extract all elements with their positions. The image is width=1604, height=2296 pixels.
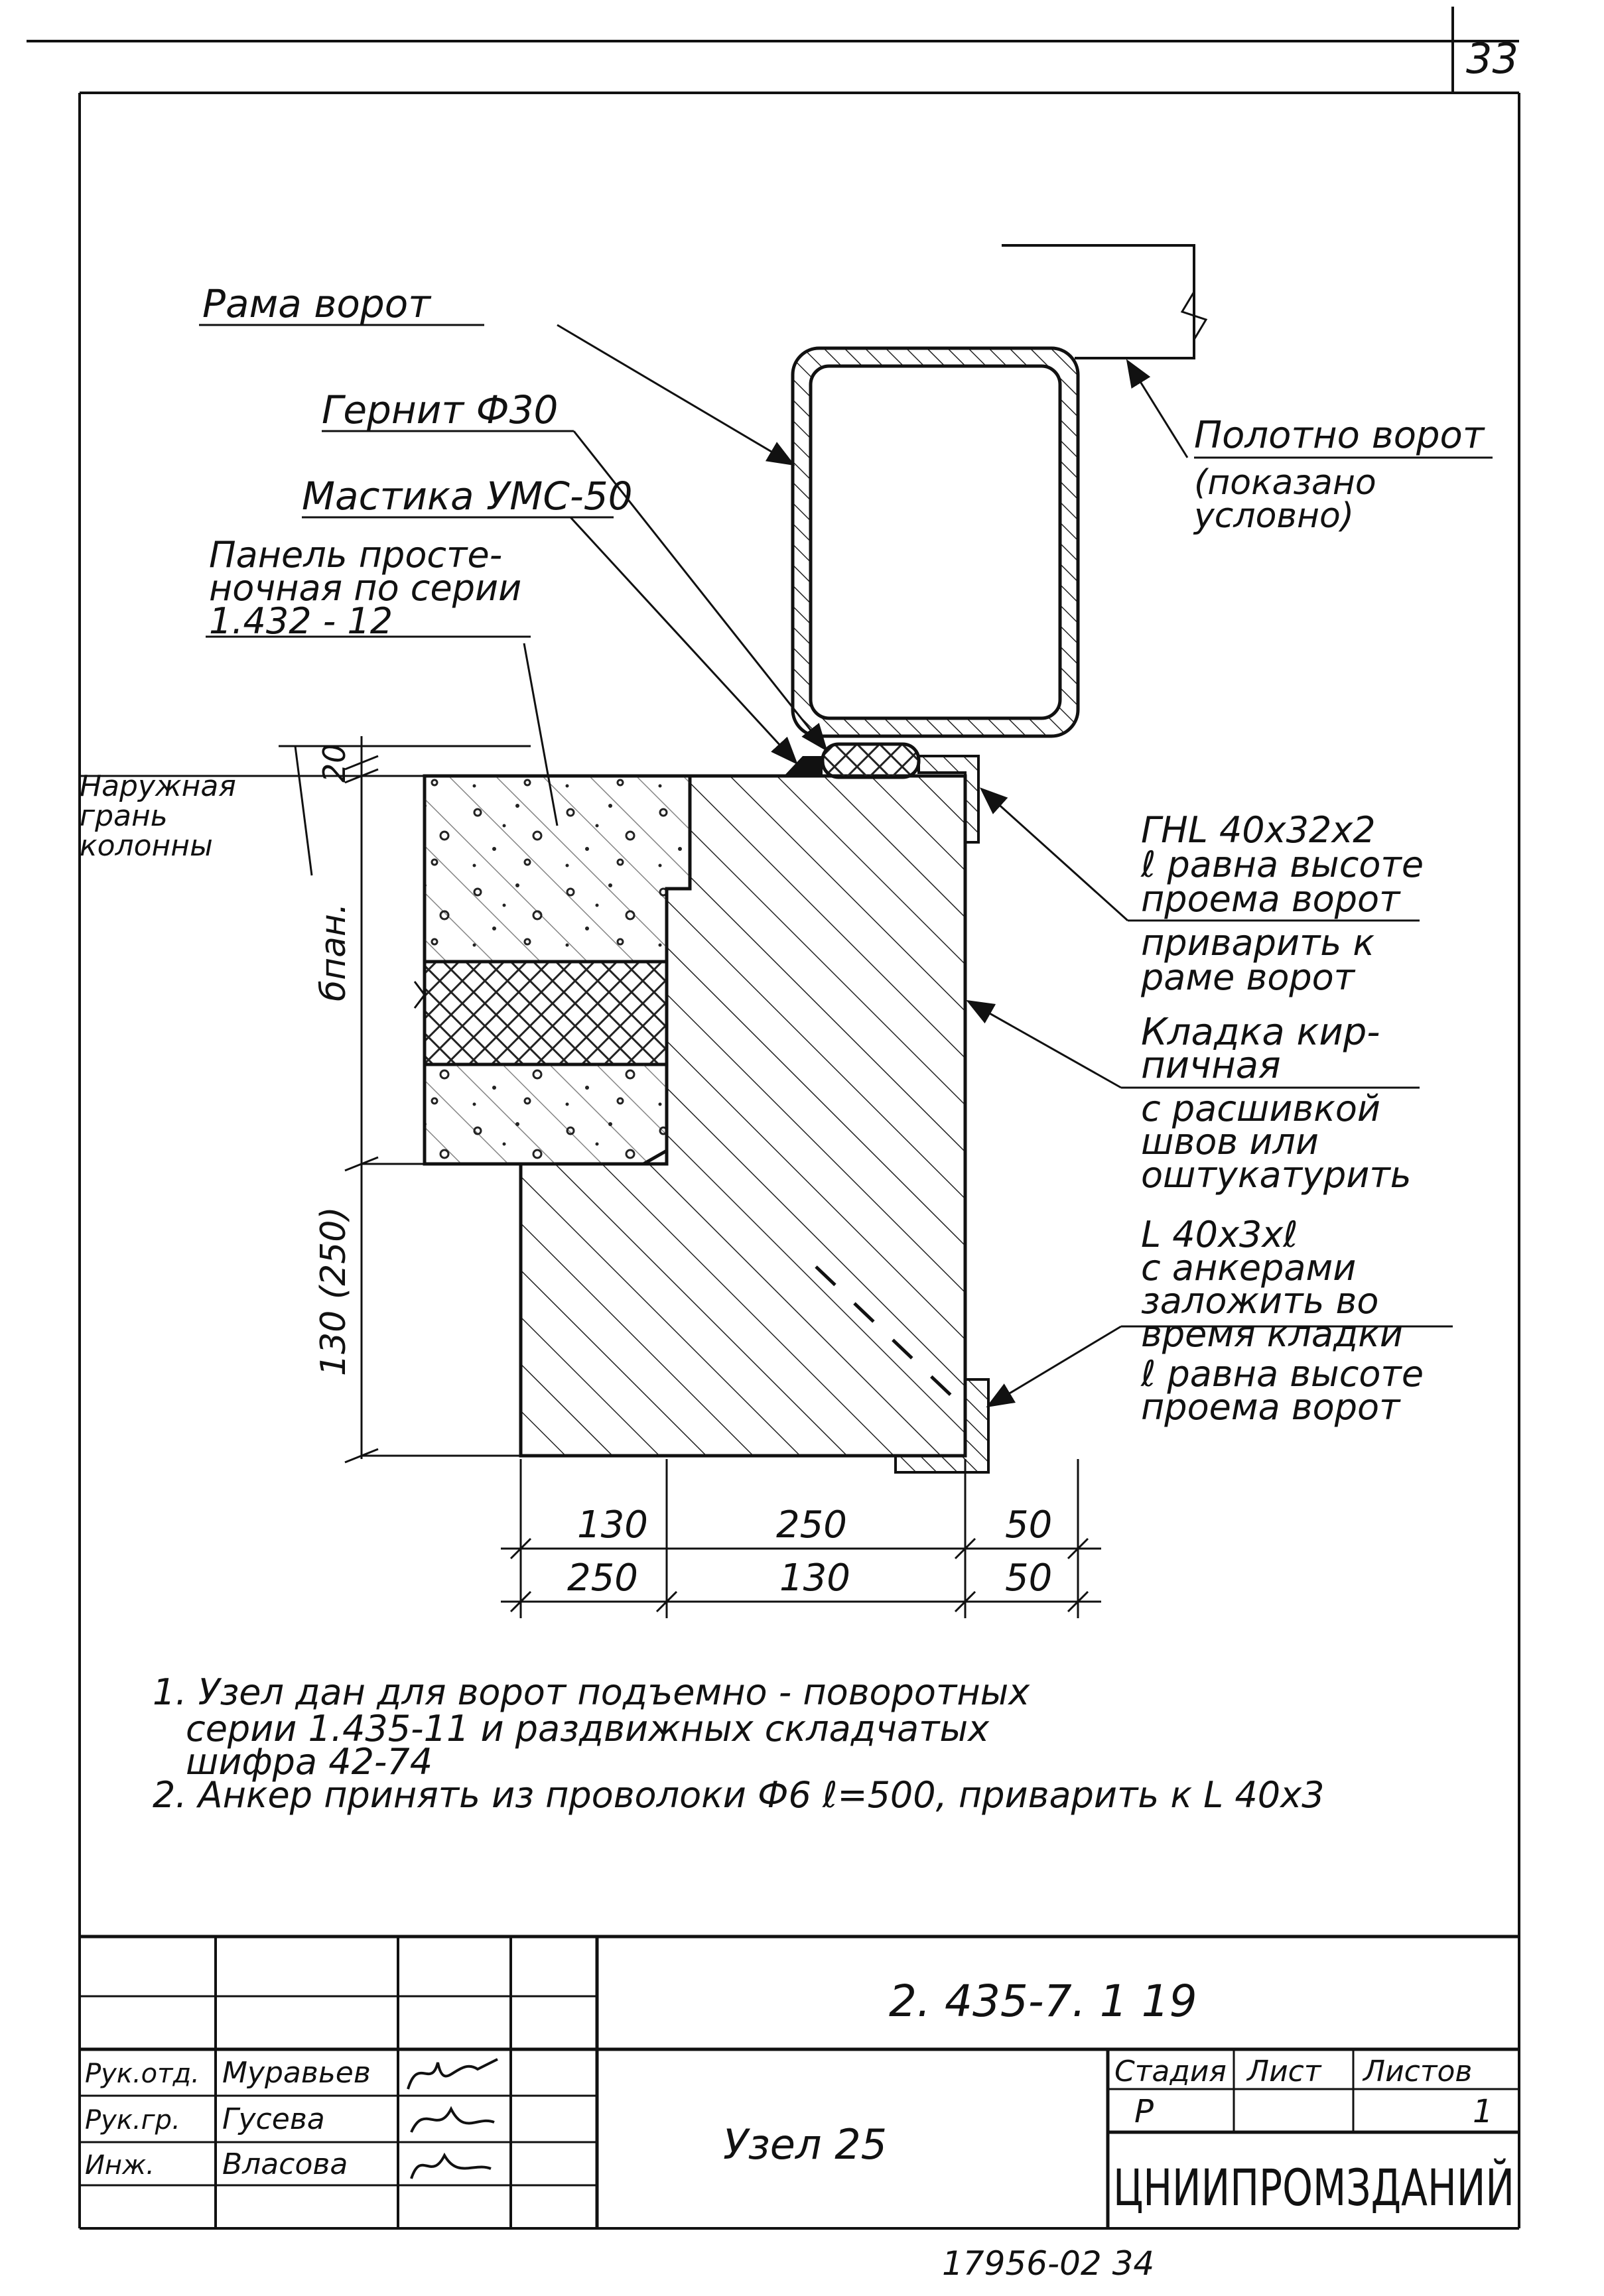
dim-row2-c: 50	[1005, 1557, 1052, 1600]
drawing-title: Узел 25	[723, 2120, 887, 2169]
leader-lines	[199, 324, 1493, 1408]
name-3: Власова	[222, 2147, 348, 2181]
role-3: Инж.	[85, 2150, 155, 2181]
label-gernit: Гернит Ф30	[322, 387, 558, 432]
label-panel-3: 1.432 - 12	[209, 600, 393, 642]
label-panel-2: ночная по серии	[209, 567, 521, 609]
gate-frame-tube	[791, 346, 1080, 738]
signature-marks	[407, 2058, 498, 2179]
label-kladka-5: оштукатурить	[1141, 1154, 1412, 1196]
label-ugolok-2: с анкерами	[1141, 1247, 1356, 1289]
label-panel-1: Панель просте-	[209, 534, 502, 576]
label-ghl-1: ГНL 40х32х2	[1141, 809, 1376, 851]
label-naruzh-2: грань	[80, 799, 168, 833]
organization: ЦНИИПРОМЗДАНИЙ	[1113, 2157, 1514, 2217]
name-2: Гусева	[222, 2102, 325, 2136]
dim-row2-b: 130	[779, 1557, 850, 1600]
label-ugolok-5: ℓ равна высоте	[1140, 1353, 1424, 1395]
angle-bottom	[815, 1265, 990, 1474]
note-1-line-1: 1. Узел дан для ворот подъемно - поворот…	[153, 1671, 1030, 1713]
label-kladka-3: с расшивкой	[1141, 1088, 1380, 1129]
stage-header: Стадия	[1114, 2055, 1227, 2088]
wall-panel	[423, 774, 692, 1166]
label-ugolok-4: время кладки	[1141, 1313, 1403, 1355]
label-kladka-4: швов или	[1141, 1121, 1319, 1163]
sheet-header: Лист	[1246, 2055, 1322, 2088]
stage-value: Р	[1134, 2093, 1154, 2130]
label-ghl-2: ℓ равна высоте	[1140, 844, 1424, 885]
name-1: Муравьев	[222, 2056, 371, 2090]
sheet-frame	[27, 7, 1520, 2230]
doc-code: 2. 435-7. 1 19	[889, 1976, 1197, 2027]
label-mastika: Мастика УМС-50	[302, 474, 633, 519]
label-rama-vorot: Рама ворот	[202, 281, 432, 326]
role-2: Рук.гр.	[85, 2105, 180, 2136]
horizontal-dimensions	[501, 1459, 1101, 1618]
dim-row1-b: 250	[776, 1503, 847, 1547]
label-naruzh-1: Наружная	[80, 769, 236, 803]
role-1: Рук.отд.	[85, 2059, 200, 2089]
label-ugolok-1: L 40х3хℓ	[1141, 1214, 1298, 1255]
label-privarit-1: приварить к	[1141, 922, 1374, 964]
title-block	[80, 1935, 1519, 2228]
gernit-seal	[783, 742, 921, 779]
label-ghl-3: проема ворот	[1141, 878, 1401, 920]
label-ugolok-6: проема ворот	[1141, 1386, 1401, 1428]
dim-row1-a: 130	[577, 1503, 648, 1547]
dim-20: 20	[316, 743, 352, 783]
label-kladka-1: Кладка кир-	[1141, 1011, 1380, 1054]
label-polotno-3: условно)	[1193, 496, 1354, 536]
gate-leaf	[1002, 244, 1208, 359]
label-kladka-2: пичная	[1141, 1044, 1281, 1087]
dim-b-pan: бпан.	[314, 903, 354, 1001]
sheets-header: Листов	[1362, 2055, 1472, 2088]
angle-top	[917, 755, 980, 844]
vertical-dimensions	[344, 736, 521, 1464]
note-1-line-2: серии 1.435-11 и раздвижных складчатых	[186, 1708, 990, 1750]
label-polotno-1: Полотно ворот	[1194, 414, 1485, 457]
dim-130-250: 130 (250)	[314, 1206, 354, 1376]
dim-row2-a: 250	[567, 1557, 638, 1600]
label-polotno-2: (показано	[1194, 463, 1376, 503]
note-2: 2. Анкер принять из проволоки Ф6 ℓ=500, …	[153, 1774, 1324, 1816]
sheets-value: 1	[1473, 2093, 1493, 2130]
note-1-line-3: шифра 42-74	[186, 1741, 433, 1783]
label-naruzh-3: колонны	[80, 829, 213, 863]
footer-code: 17956-02 34	[942, 2244, 1154, 2283]
label-privarit-2: раме ворот	[1140, 956, 1356, 998]
sheet-number: 33	[1466, 34, 1518, 83]
label-ugolok-3: заложить во	[1141, 1280, 1378, 1322]
dim-row1-c: 50	[1005, 1503, 1052, 1547]
